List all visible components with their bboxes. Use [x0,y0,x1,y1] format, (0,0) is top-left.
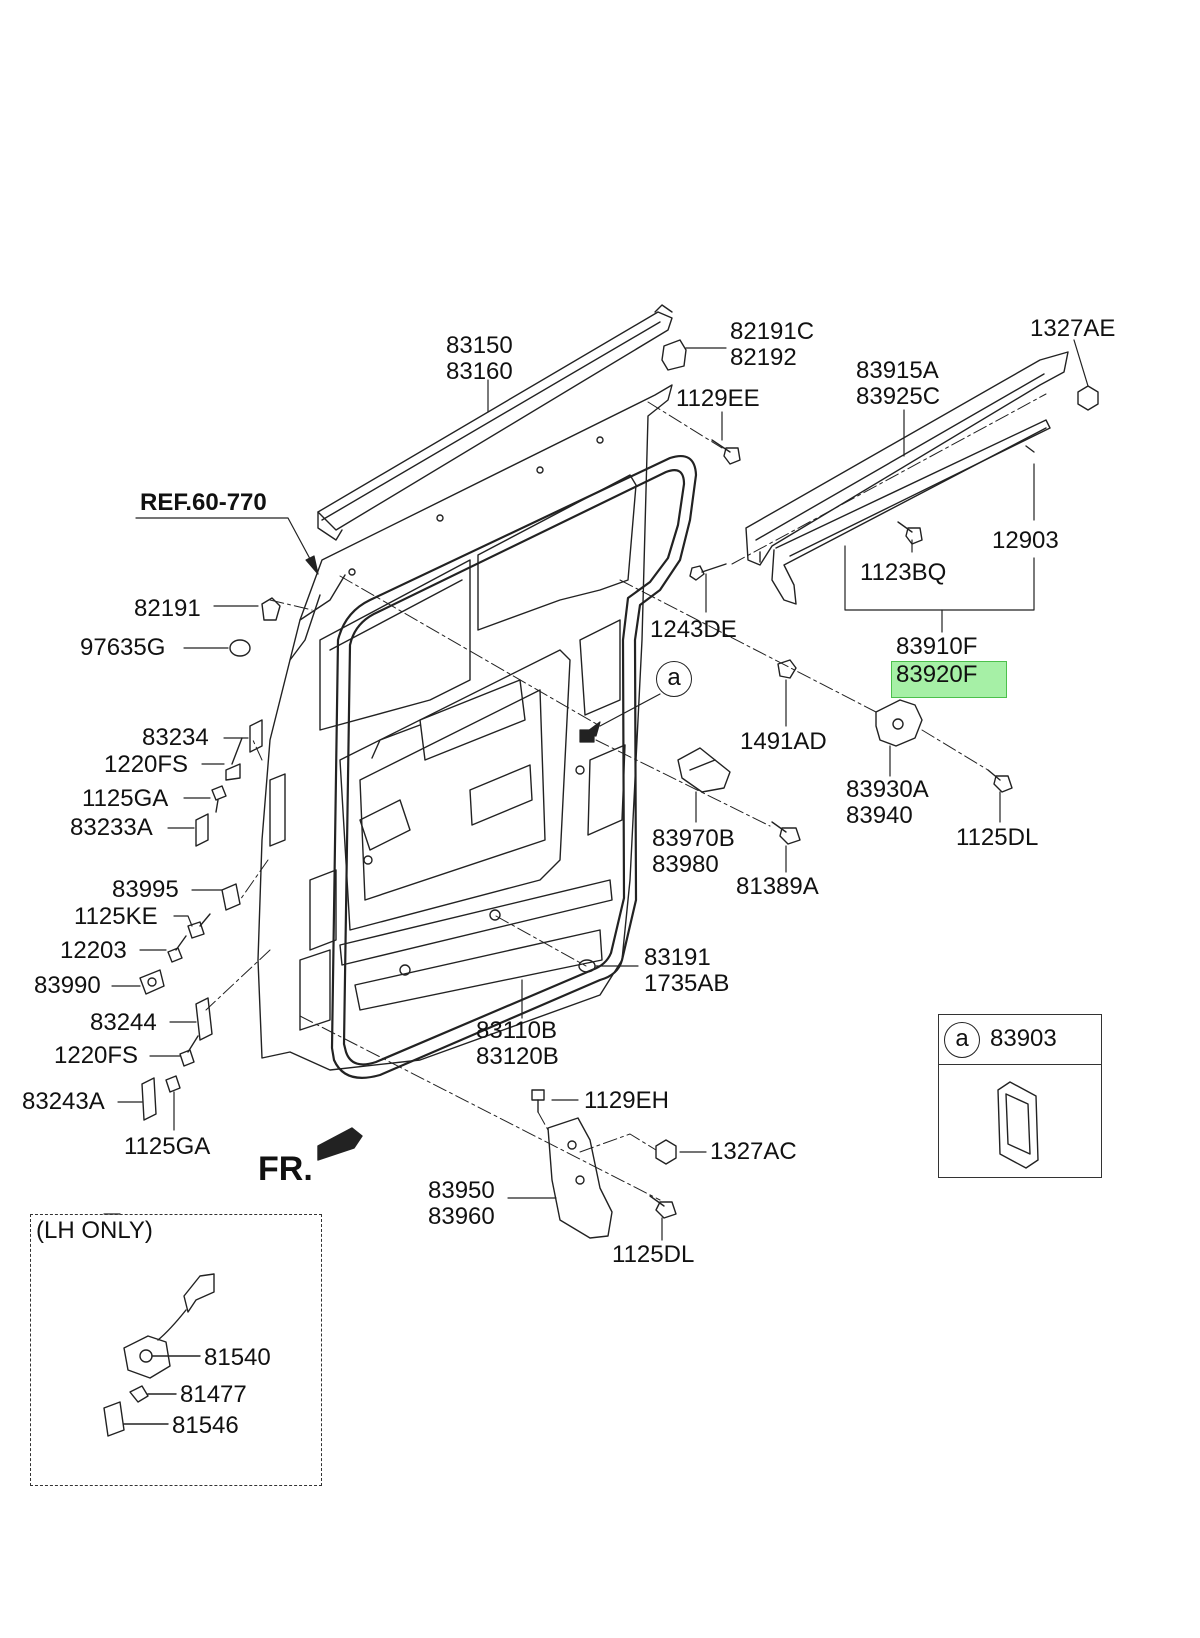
part-label-1327AE[interactable]: 1327AE [1030,315,1116,342]
part-label-1220FS-upper[interactable]: 1220FS [104,751,189,778]
part-label-1327AC[interactable]: 1327AC [710,1138,797,1165]
part-label-1125DL-lower[interactable]: 1125DL [612,1241,695,1268]
callout-a[interactable]: a [656,661,692,697]
legend-divider [938,1064,1101,1065]
part-label-83990[interactable]: 83990 [34,972,101,999]
part-label-1125GA-upper[interactable]: 1125GA [82,785,169,812]
part-label-1125DL-upper[interactable]: 1125DL [956,824,1039,851]
part-label-1129EH[interactable]: 1129EH [584,1087,669,1114]
legend-part-number[interactable]: 83903 [990,1025,1057,1052]
part-label-1125KE[interactable]: 1125KE [74,903,158,930]
part-label-83243A[interactable]: 83243A [22,1088,105,1115]
lower-rail [745,351,1069,605]
lh-only-parts [103,1273,215,1437]
part-label-81389A[interactable]: 81389A [736,873,819,900]
part-label-97635G[interactable]: 97635G [80,634,166,661]
door-inner-panel [257,384,673,1071]
lh-only-label: (LH ONLY) [36,1217,153,1244]
reference-label[interactable]: REF.60-770 [140,489,267,516]
legend-callout-a: a [944,1022,980,1058]
assembly-lines [205,393,1047,1201]
part-label-83234[interactable]: 83234 [142,724,209,751]
leader-lines [103,339,1089,1241]
part-label-1491AD[interactable]: 1491AD [740,728,827,755]
upper-rail [317,304,673,541]
highlight-83920F [891,661,1007,698]
part-label-12203[interactable]: 12203 [60,937,127,964]
legend-box [938,1014,1102,1178]
legend-part-drawing [997,1081,1039,1169]
part-label-1129EE[interactable]: 1129EE [676,385,760,412]
part-label-1220FS-lower[interactable]: 1220FS [54,1042,139,1069]
part-label-1125GA-lower[interactable]: 1125GA [124,1133,211,1160]
lh-only-box [30,1214,322,1486]
part-label-81477[interactable]: 81477 [180,1381,247,1408]
fasteners [139,385,1099,1239]
part-label-12903[interactable]: 12903 [992,527,1059,554]
part-label-81546[interactable]: 81546 [172,1412,239,1439]
weatherstrip [330,454,698,1079]
part-label-1243DE[interactable]: 1243DE [650,616,737,643]
part-label-83233A[interactable]: 83233A [70,814,153,841]
front-indicator: FR. [258,1150,313,1188]
part-label-82191[interactable]: 82191 [134,595,201,622]
part-label-83244[interactable]: 83244 [90,1009,157,1036]
part-label-83995[interactable]: 83995 [112,876,179,903]
part-label-1123BQ[interactable]: 1123BQ [860,559,947,586]
part-label-83910F[interactable]: 83910F [896,633,978,660]
part-label-81540[interactable]: 81540 [204,1344,271,1371]
part-label-83920F[interactable]: 83920F [896,661,978,688]
roller-clip [661,339,687,371]
